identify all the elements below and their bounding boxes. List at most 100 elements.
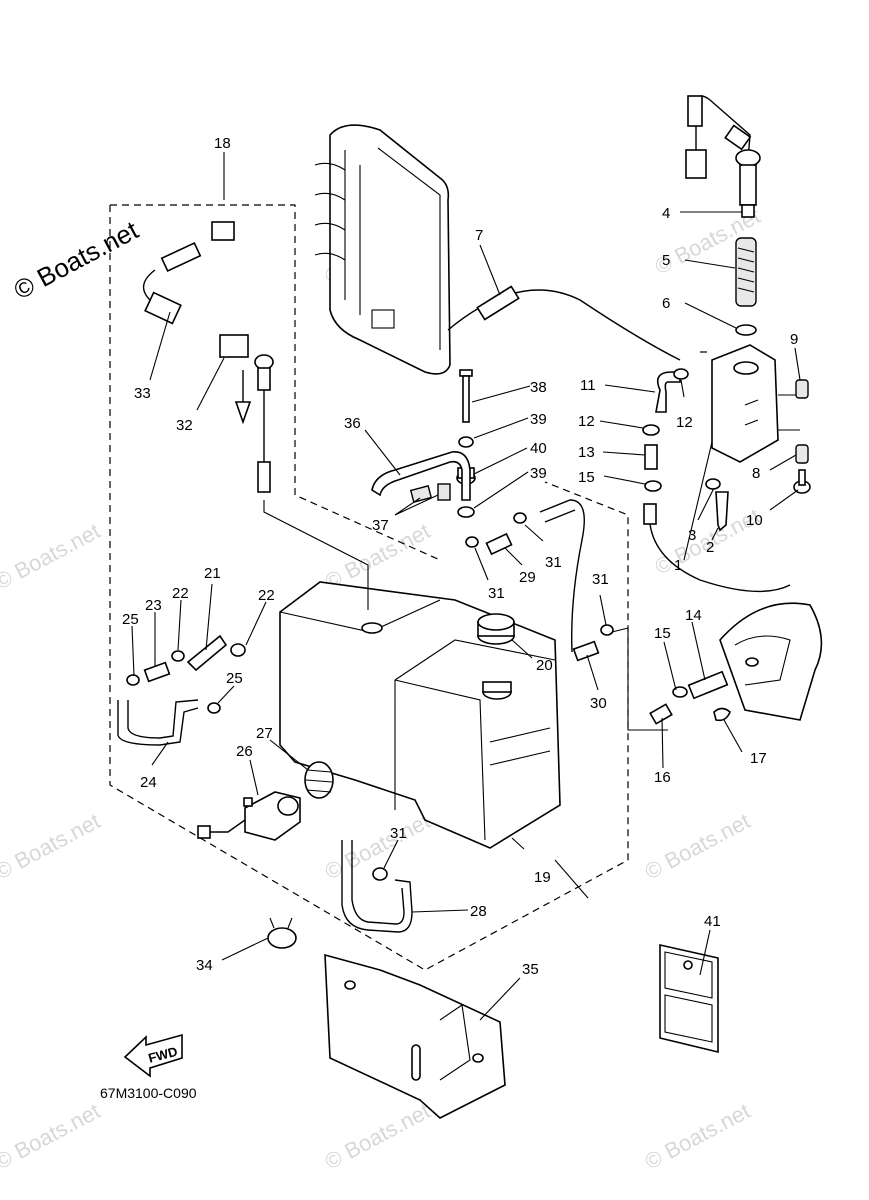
watermark-tile: © Boats.net: [0, 518, 104, 594]
watermark-tile: © Boats.net: [641, 808, 755, 884]
label-22b: 22: [258, 587, 275, 604]
harness-33: [142, 221, 235, 325]
sub-tank-part: [711, 344, 800, 463]
hose-21: [186, 634, 228, 672]
clip-22a: [171, 650, 185, 662]
joint-29: [485, 532, 513, 556]
label-23: 23: [145, 597, 162, 614]
label-16: 16: [654, 769, 671, 786]
label-39b: 39: [530, 465, 547, 482]
hose-part: [643, 503, 791, 593]
label-9: 9: [790, 331, 798, 348]
joint-13: [644, 444, 658, 470]
label-40: 40: [530, 440, 547, 457]
bolt-10: [793, 469, 811, 494]
label-18: 18: [214, 135, 231, 152]
switch-32: [219, 334, 369, 610]
clip-34: [267, 917, 297, 949]
label-22a: 22: [172, 585, 189, 602]
label-25b: 25: [226, 670, 243, 687]
joint-16: [649, 703, 673, 725]
watermark-tile: © Boats.net: [0, 808, 104, 884]
label-31c: 31: [592, 571, 609, 588]
hose-14: [687, 670, 729, 700]
breather-hose-part: [447, 285, 681, 361]
cap-27: [304, 761, 334, 799]
label-28: 28: [470, 903, 487, 920]
watermark-tile: © Boats.net: [0, 1098, 104, 1174]
bracket-35: [324, 953, 506, 1119]
label-27: 27: [256, 725, 273, 742]
grommet-8: [795, 444, 809, 464]
label-31a: 31: [545, 554, 562, 571]
clip-15b: [672, 686, 688, 698]
label-36: 36: [344, 415, 361, 432]
joint-23: [143, 661, 171, 683]
oil-pump-26: [197, 791, 301, 841]
label-25a: 25: [122, 611, 139, 628]
label-26: 26: [236, 743, 253, 760]
clip-31d: [372, 867, 388, 881]
label-32: 32: [176, 417, 193, 434]
label-6: 6: [662, 295, 670, 312]
label-21: 21: [204, 565, 221, 582]
o-ring-6: [735, 324, 757, 336]
label-12a: 12: [578, 413, 595, 430]
clip-31c: [600, 624, 614, 636]
band-36: [371, 451, 471, 501]
label-4: 4: [662, 205, 670, 222]
oil-strainer-part: [735, 237, 757, 307]
engine-cover-part: [314, 124, 451, 375]
clip-17: [713, 707, 731, 722]
clip-3: [705, 478, 721, 490]
label-15a: 15: [578, 469, 595, 486]
watermark-tile: © Boats.net: [641, 1098, 755, 1174]
hose-28: [341, 840, 413, 933]
label-13: 13: [578, 444, 595, 461]
label-35: 35: [522, 961, 539, 978]
part-labels: 18 33 32 7 4 5 6 9 11 12 12 13 15 8 10 3…: [100, 135, 798, 1101]
label-5: 5: [662, 252, 670, 269]
label-7: 7: [475, 227, 483, 244]
label-30: 30: [590, 695, 607, 712]
clip-31a: [513, 512, 527, 524]
label-14: 14: [685, 607, 702, 624]
clip-15a: [644, 480, 662, 492]
assembly-outline: [109, 204, 629, 971]
label-1: 1: [674, 557, 682, 574]
label-12b: 12: [676, 414, 693, 431]
label-38: 38: [530, 379, 547, 396]
oil-tank-19: [279, 581, 561, 849]
label-20: 20: [536, 657, 553, 674]
label-39a: 39: [530, 411, 547, 428]
label-24: 24: [140, 774, 157, 791]
label-15b: 15: [654, 625, 671, 642]
label-37: 37: [372, 517, 389, 534]
label-41: 41: [704, 913, 721, 930]
diagram-code: 67M3100-C090: [100, 1085, 197, 1101]
bottom-cowling-part: [719, 602, 823, 721]
watermark-main: © Boats.net: [9, 214, 144, 305]
label-10: 10: [746, 512, 763, 529]
clip-25a: [126, 674, 140, 686]
clip-31b: [465, 536, 479, 548]
label-8: 8: [752, 465, 760, 482]
label-29: 29: [519, 569, 536, 586]
clip-12b: [673, 368, 689, 380]
label-11: 11: [580, 377, 596, 394]
grommet-9: [795, 379, 809, 399]
label-31d: 31: [390, 825, 407, 842]
label-2: 2: [706, 539, 714, 556]
clip-12a: [642, 424, 660, 436]
bolt-38: [459, 369, 473, 423]
label-41: [659, 944, 719, 1054]
label-17: 17: [750, 750, 767, 767]
label-3: 3: [688, 527, 696, 544]
label-34: 34: [196, 957, 213, 974]
clip-22b: [230, 643, 246, 657]
hose-24: [117, 699, 199, 746]
joint-2: [715, 491, 729, 532]
pad-37: [409, 483, 451, 503]
fwd-arrow-icon: FWD: [123, 1033, 183, 1078]
